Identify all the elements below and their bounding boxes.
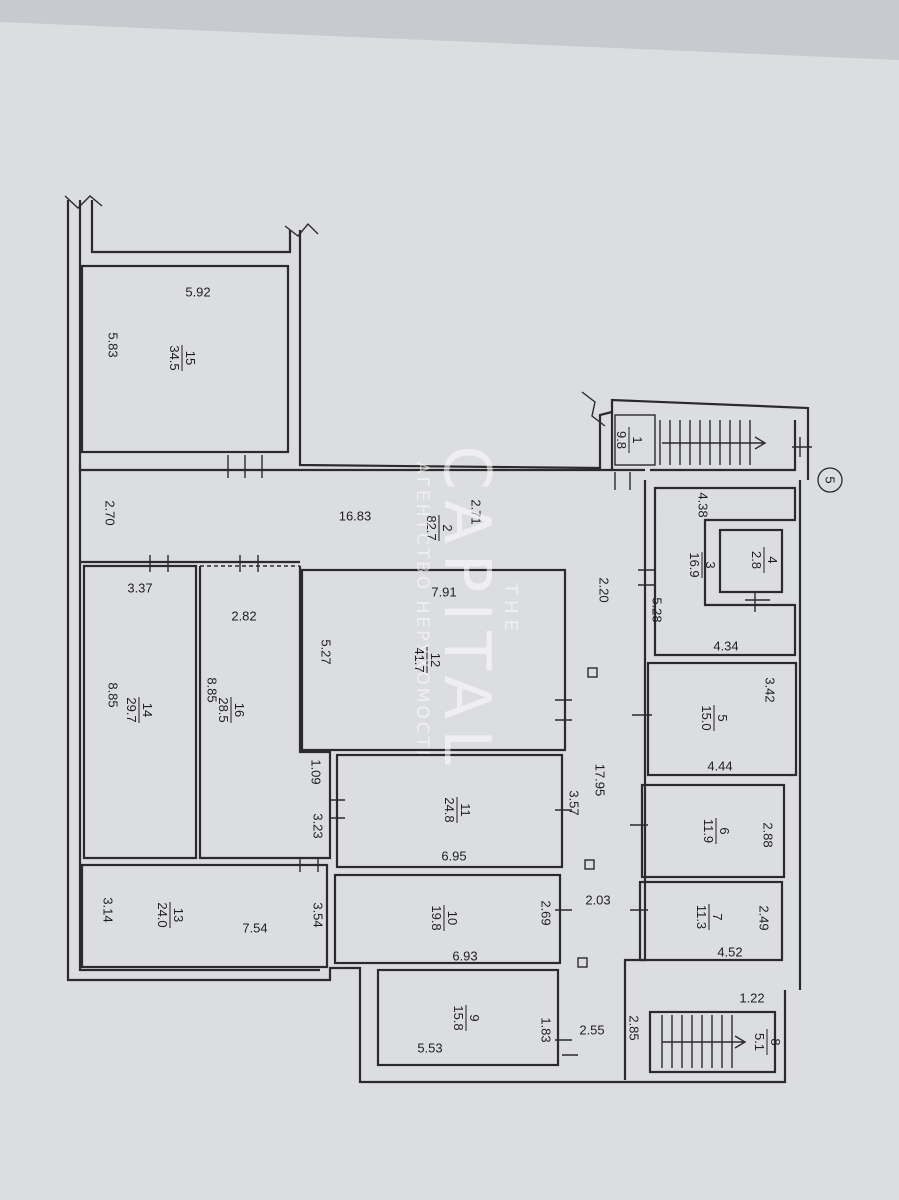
room-number: 6 xyxy=(717,827,732,834)
dimension-label: 3.23 xyxy=(311,813,326,838)
dimension-label: 3.42 xyxy=(763,677,778,702)
dimension-label: 6.95 xyxy=(441,849,466,864)
dimension-label: 4.52 xyxy=(717,945,742,960)
dimension-label: 2.88 xyxy=(761,822,776,847)
paper-sheet xyxy=(0,18,899,1200)
room-label: 515.0 xyxy=(699,705,730,731)
dimension-label: 8.85 xyxy=(106,682,121,707)
room-label: 85.1 xyxy=(752,1029,783,1055)
dimension-label: 5.27 xyxy=(319,639,334,664)
room-label: 611.9 xyxy=(701,818,732,844)
room-number: 12 xyxy=(428,653,443,667)
room-area: 5.1 xyxy=(752,1033,767,1051)
dimension-label: 16.83 xyxy=(339,509,372,524)
room-number: 16 xyxy=(232,703,247,717)
dimension-label: 2.03 xyxy=(585,893,610,908)
room-area: 24.0 xyxy=(155,902,170,927)
room-area: 2.8 xyxy=(749,551,764,569)
room-area: 29.7 xyxy=(124,697,139,722)
stair-marker-label: 5 xyxy=(823,476,838,483)
room-number: 14 xyxy=(140,703,155,717)
room-area: 11.3 xyxy=(694,905,709,929)
watermark-tagline: АГЕНТСТВО НЕРУХОМОСТІ xyxy=(412,462,432,758)
watermark-brand: CAPITAL xyxy=(429,445,503,775)
dimension-label: 1.83 xyxy=(539,1017,554,1042)
dimension-label: 4.34 xyxy=(713,639,738,654)
dimension-label: 2.82 xyxy=(231,609,256,624)
dimension-label: 5.83 xyxy=(106,332,121,357)
room-area: 19.8 xyxy=(429,905,444,930)
dimension-label: 5.28 xyxy=(650,597,665,622)
dimension-label: 2.20 xyxy=(597,577,612,602)
room-label: 316.9 xyxy=(687,552,718,578)
dimension-label: 2.69 xyxy=(539,900,554,925)
room-label: 42.8 xyxy=(749,547,780,573)
dimension-label: 17.95 xyxy=(593,764,608,797)
room-number: 9 xyxy=(467,1014,482,1021)
walls xyxy=(64,195,812,1084)
dimension-label: 3.14 xyxy=(101,897,116,922)
room-area: 28.5 xyxy=(216,697,231,722)
room-number: 4 xyxy=(765,556,780,563)
room-number: 3 xyxy=(703,561,718,568)
room-label: 711.3 xyxy=(694,904,725,930)
dimension-label: 4.44 xyxy=(707,759,732,774)
dimension-label: 2.55 xyxy=(579,1023,604,1038)
room-area: 9.8 xyxy=(614,431,629,449)
room-number: 8 xyxy=(768,1038,783,1045)
dimension-label: 2.70 xyxy=(103,500,118,525)
stair-marker-circle xyxy=(817,467,843,493)
dimension-label: 5.92 xyxy=(185,285,210,300)
dimension-label: 4.38 xyxy=(696,492,711,517)
dimension-label: 2.85 xyxy=(627,1015,642,1040)
dimension-label: 7.54 xyxy=(242,921,267,936)
dimension-label: 1.09 xyxy=(309,759,324,784)
room-number: 15 xyxy=(183,351,198,365)
room-number: 7 xyxy=(710,913,725,920)
dimension-label: 2.71 xyxy=(469,499,484,524)
room-number: 5 xyxy=(715,714,730,721)
dimension-label: 7.91 xyxy=(431,585,456,600)
dimension-label: 3.57 xyxy=(567,790,582,815)
room-area: 24.8 xyxy=(442,797,457,822)
room-number: 13 xyxy=(171,908,186,922)
dimension-label: 6.93 xyxy=(452,949,477,964)
agency-watermark: THE CAPITAL АГЕНТСТВО НЕРУХОМОСТІ xyxy=(412,445,521,775)
room-area: 34.5 xyxy=(167,345,182,370)
room-number: 2 xyxy=(440,524,455,531)
room-area: 16.9 xyxy=(687,552,702,577)
dimension-label: 5.53 xyxy=(417,1041,442,1056)
dimension-label: 3.37 xyxy=(127,581,152,596)
room-number: 10 xyxy=(445,911,460,925)
room-label: 19.8 xyxy=(614,427,645,453)
room-number: 11 xyxy=(458,803,473,817)
dimension-label: 2.49 xyxy=(757,905,772,930)
room-label: 915.8 xyxy=(451,1005,482,1031)
room-number: 1 xyxy=(630,436,645,443)
room-area: 11.9 xyxy=(701,819,716,843)
page-shadow xyxy=(0,0,899,60)
room-label: 282.7 xyxy=(424,515,455,541)
dimension-label: 3.54 xyxy=(311,902,326,927)
room-area: 15.8 xyxy=(451,1005,466,1030)
room-area: 15.0 xyxy=(699,705,714,730)
room-area: 41.7 xyxy=(412,647,427,672)
dimension-label: 8.85 xyxy=(205,677,220,702)
room-area: 82.7 xyxy=(424,515,439,540)
watermark-top: THE xyxy=(500,582,521,637)
dimension-label: 1.22 xyxy=(739,991,764,1006)
